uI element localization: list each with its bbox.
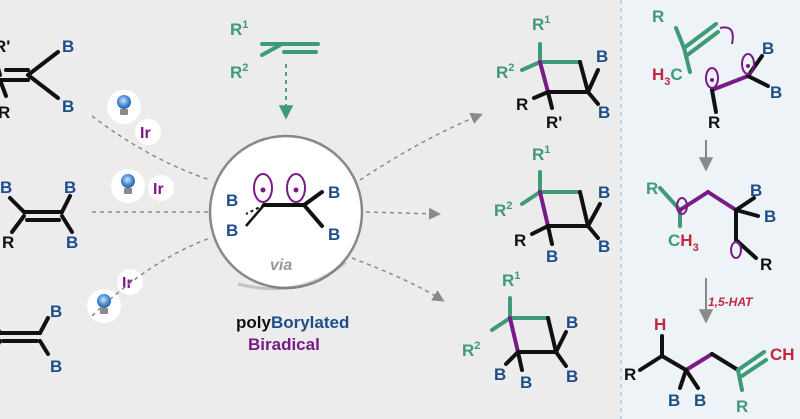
substrate-2: B R B B <box>0 178 78 252</box>
light-bulb-icon <box>117 95 131 109</box>
boron-label: B <box>762 39 774 58</box>
r-label: R <box>646 179 658 198</box>
boron-label: B <box>226 221 238 240</box>
r-label: R <box>736 397 748 416</box>
boron-label: B <box>520 373 532 392</box>
substrate-1: R' R B B <box>0 37 74 122</box>
boron-label: B <box>668 391 680 410</box>
methyl-label: H3C <box>652 65 683 88</box>
r2-label: R2 <box>230 62 248 82</box>
boron-label: B <box>328 183 340 202</box>
dashed-arrow <box>91 115 211 181</box>
photocatalyst-1: Ir <box>107 90 161 145</box>
boron-label: B <box>598 183 610 202</box>
hydrogen-label: H <box>654 315 666 334</box>
product-cyclobutane-3: R1 R2 B B B B <box>462 270 578 392</box>
r1-label: R1 <box>230 19 248 39</box>
hat-mechanism-top: R H3C B B R <box>652 7 782 132</box>
r-label: R <box>514 231 526 250</box>
light-bulb-icon <box>121 174 135 188</box>
r-label: R <box>0 103 10 122</box>
boron-label: B <box>64 178 76 197</box>
boron-label: B <box>0 178 12 197</box>
boron-label: B <box>50 302 62 321</box>
boron-label: B <box>66 233 78 252</box>
r-label: R <box>760 255 772 274</box>
r-prime-label: R' <box>546 113 562 132</box>
iridium-label: Ir <box>153 181 164 198</box>
dashed-arrow <box>351 257 445 302</box>
polyborylated-label: polyBorylated <box>236 313 349 332</box>
r-prime-label: R' <box>0 37 10 56</box>
boron-label: B <box>226 191 238 210</box>
boron-label: B <box>598 237 610 256</box>
boron-label: B <box>750 181 762 200</box>
alkene-reagent: R1 R2 <box>230 19 320 82</box>
boron-label: B <box>598 103 610 122</box>
via-label: via <box>270 257 292 274</box>
biradical-intermediate: B B B B via <box>208 134 364 291</box>
r-label: R <box>708 113 720 132</box>
r-label: R <box>652 7 664 26</box>
r2-label: R2 <box>496 62 514 82</box>
iridium-label: Ir <box>140 125 151 142</box>
hat-product: H R B B CH R <box>624 315 795 416</box>
product-cyclobutane-1: R1 R2 B B R R' <box>496 14 610 132</box>
r1-label: R1 <box>532 14 550 34</box>
methylidene-label: CH <box>770 345 795 364</box>
boron-label: B <box>566 367 578 386</box>
hat-label: 1,5-HAT <box>708 295 754 309</box>
hat-mechanism-middle: R CH3 B B R <box>646 179 776 274</box>
r-label: R <box>2 233 14 252</box>
boron-label: B <box>50 357 62 376</box>
boron-label: B <box>566 313 578 332</box>
photocatalyst-2: Ir <box>111 169 174 203</box>
dashed-arrow <box>359 112 483 181</box>
boron-label: B <box>596 47 608 66</box>
r1-label: R1 <box>502 270 520 290</box>
biradical-label: Biradical <box>248 335 320 354</box>
r2-label: R2 <box>462 340 480 360</box>
methylene-label: CH3 <box>668 231 699 254</box>
r-label: R <box>624 365 636 384</box>
boron-label: B <box>694 391 706 410</box>
right-panel <box>620 0 800 419</box>
boron-label: B <box>764 207 776 226</box>
r1-label: R1 <box>532 144 550 164</box>
boron-label: B <box>62 97 74 116</box>
r2-label: R2 <box>494 200 512 220</box>
boron-label: B <box>494 365 506 384</box>
boron-label: B <box>546 247 558 266</box>
product-cyclobutane-2: R1 R2 B B R B <box>494 144 610 266</box>
iridium-label: Ir <box>122 275 133 292</box>
boron-label: B <box>62 37 74 56</box>
boron-label: B <box>328 225 340 244</box>
r-label: R <box>516 95 528 114</box>
boron-label: B <box>770 83 782 102</box>
substrate-3: B B <box>0 302 62 376</box>
light-bulb-icon <box>97 294 111 308</box>
dashed-arrow <box>91 237 211 317</box>
